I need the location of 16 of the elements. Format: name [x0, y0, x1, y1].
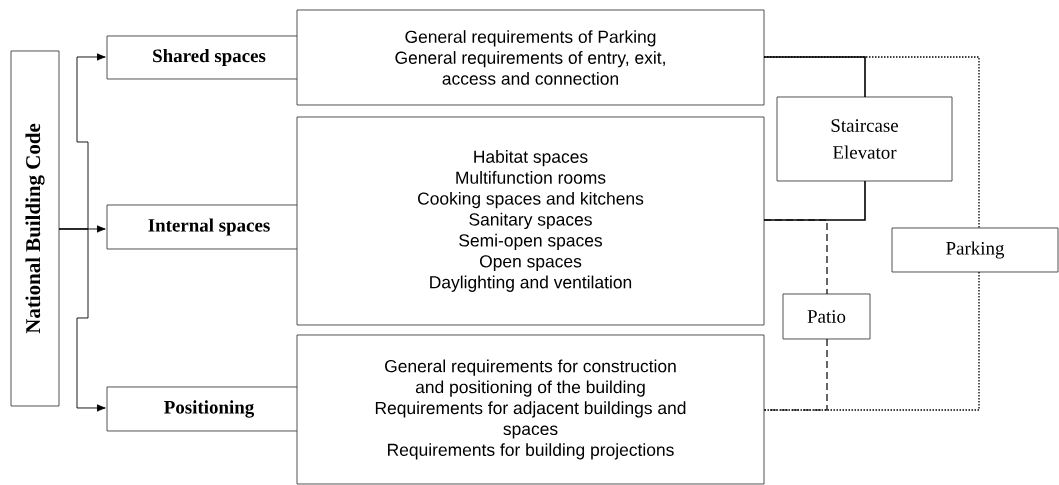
element-box: Patio	[782, 293, 871, 340]
requirements-box: Habitat spaces Multifunction rooms Cooking spaces and kitchens Sanitary spaces Semi-open spaces Open spaces Daylighting and ventilation	[296, 116, 765, 326]
requirements-box: General requirements for construction and positioning of the building Requirements for adjacent buildings and spaces Requirements for building projections	[296, 334, 765, 485]
connector	[763, 338, 828, 411]
connector	[763, 271, 980, 411]
requirements-box: General requirements of Parking General requirements of entry, exit, access and connection	[296, 9, 765, 106]
category-box: Shared spaces	[106, 35, 312, 80]
connector	[763, 56, 866, 98]
code-box: National Building Code	[10, 50, 60, 407]
connector	[58, 228, 106, 412]
connector	[763, 56, 980, 229]
category-box: Internal spaces	[106, 204, 312, 250]
element-box: Parking	[891, 227, 1059, 273]
connector	[763, 219, 828, 295]
category-box: Positioning	[106, 386, 312, 432]
element-box: Staircase Elevator	[776, 96, 953, 182]
